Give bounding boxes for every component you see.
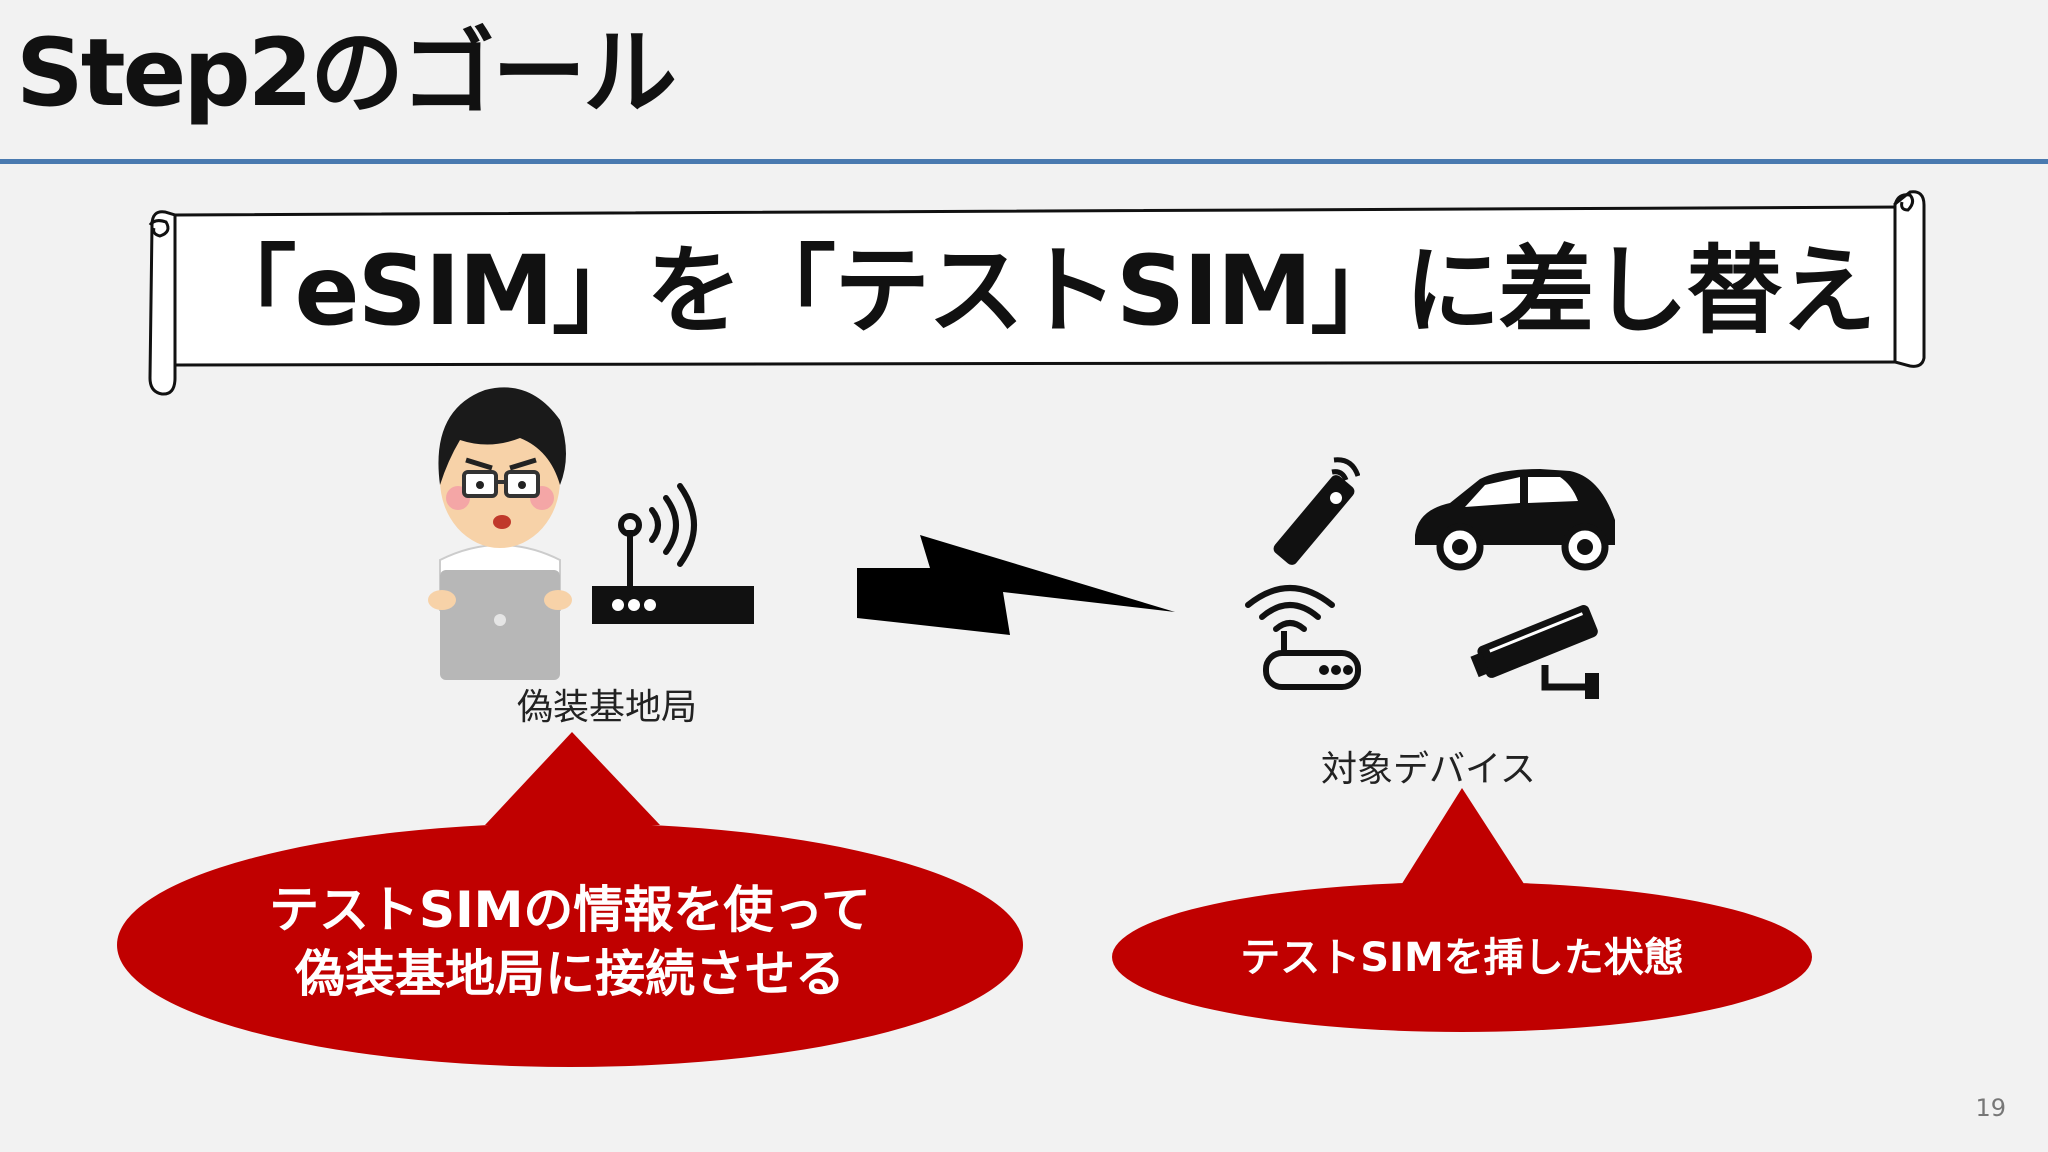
- left-callout-line-2: 偽装基地局に接続させる: [295, 945, 845, 1003]
- fake-base-station-label: 偽装基地局: [517, 687, 698, 728]
- security-camera-icon: [1470, 605, 1599, 699]
- right-callout-pointer: [1398, 788, 1528, 890]
- banner-heading: 「eSIM」を「テストSIM」に差し替え: [200, 234, 1877, 347]
- left-callout-pointer: [485, 732, 660, 825]
- lightning-bolt-icon: [857, 535, 1175, 635]
- left-callout-line-1: テストSIMの情報を使って: [269, 881, 871, 939]
- title-rule: [0, 159, 2048, 164]
- right-callout-text: テストSIMを挿した状態: [1240, 935, 1684, 981]
- page-number: 19: [1975, 1094, 2006, 1122]
- target-devices-label: 対象デバイス: [1321, 749, 1536, 790]
- wifi-router-icon: [1245, 585, 1361, 690]
- left-callout-bubble: [117, 823, 1023, 1067]
- wireless-router-icon: [592, 483, 754, 624]
- right-callout-bubble: [1112, 882, 1812, 1032]
- remote-control-icon: [1273, 457, 1360, 565]
- car-icon: [1415, 469, 1615, 571]
- left-callout-text: テストSIMの情報を使って 偽装基地局に接続させる: [269, 878, 871, 1006]
- hacker-with-laptop-icon: [428, 387, 572, 680]
- slide-title: Step2のゴール: [16, 19, 677, 128]
